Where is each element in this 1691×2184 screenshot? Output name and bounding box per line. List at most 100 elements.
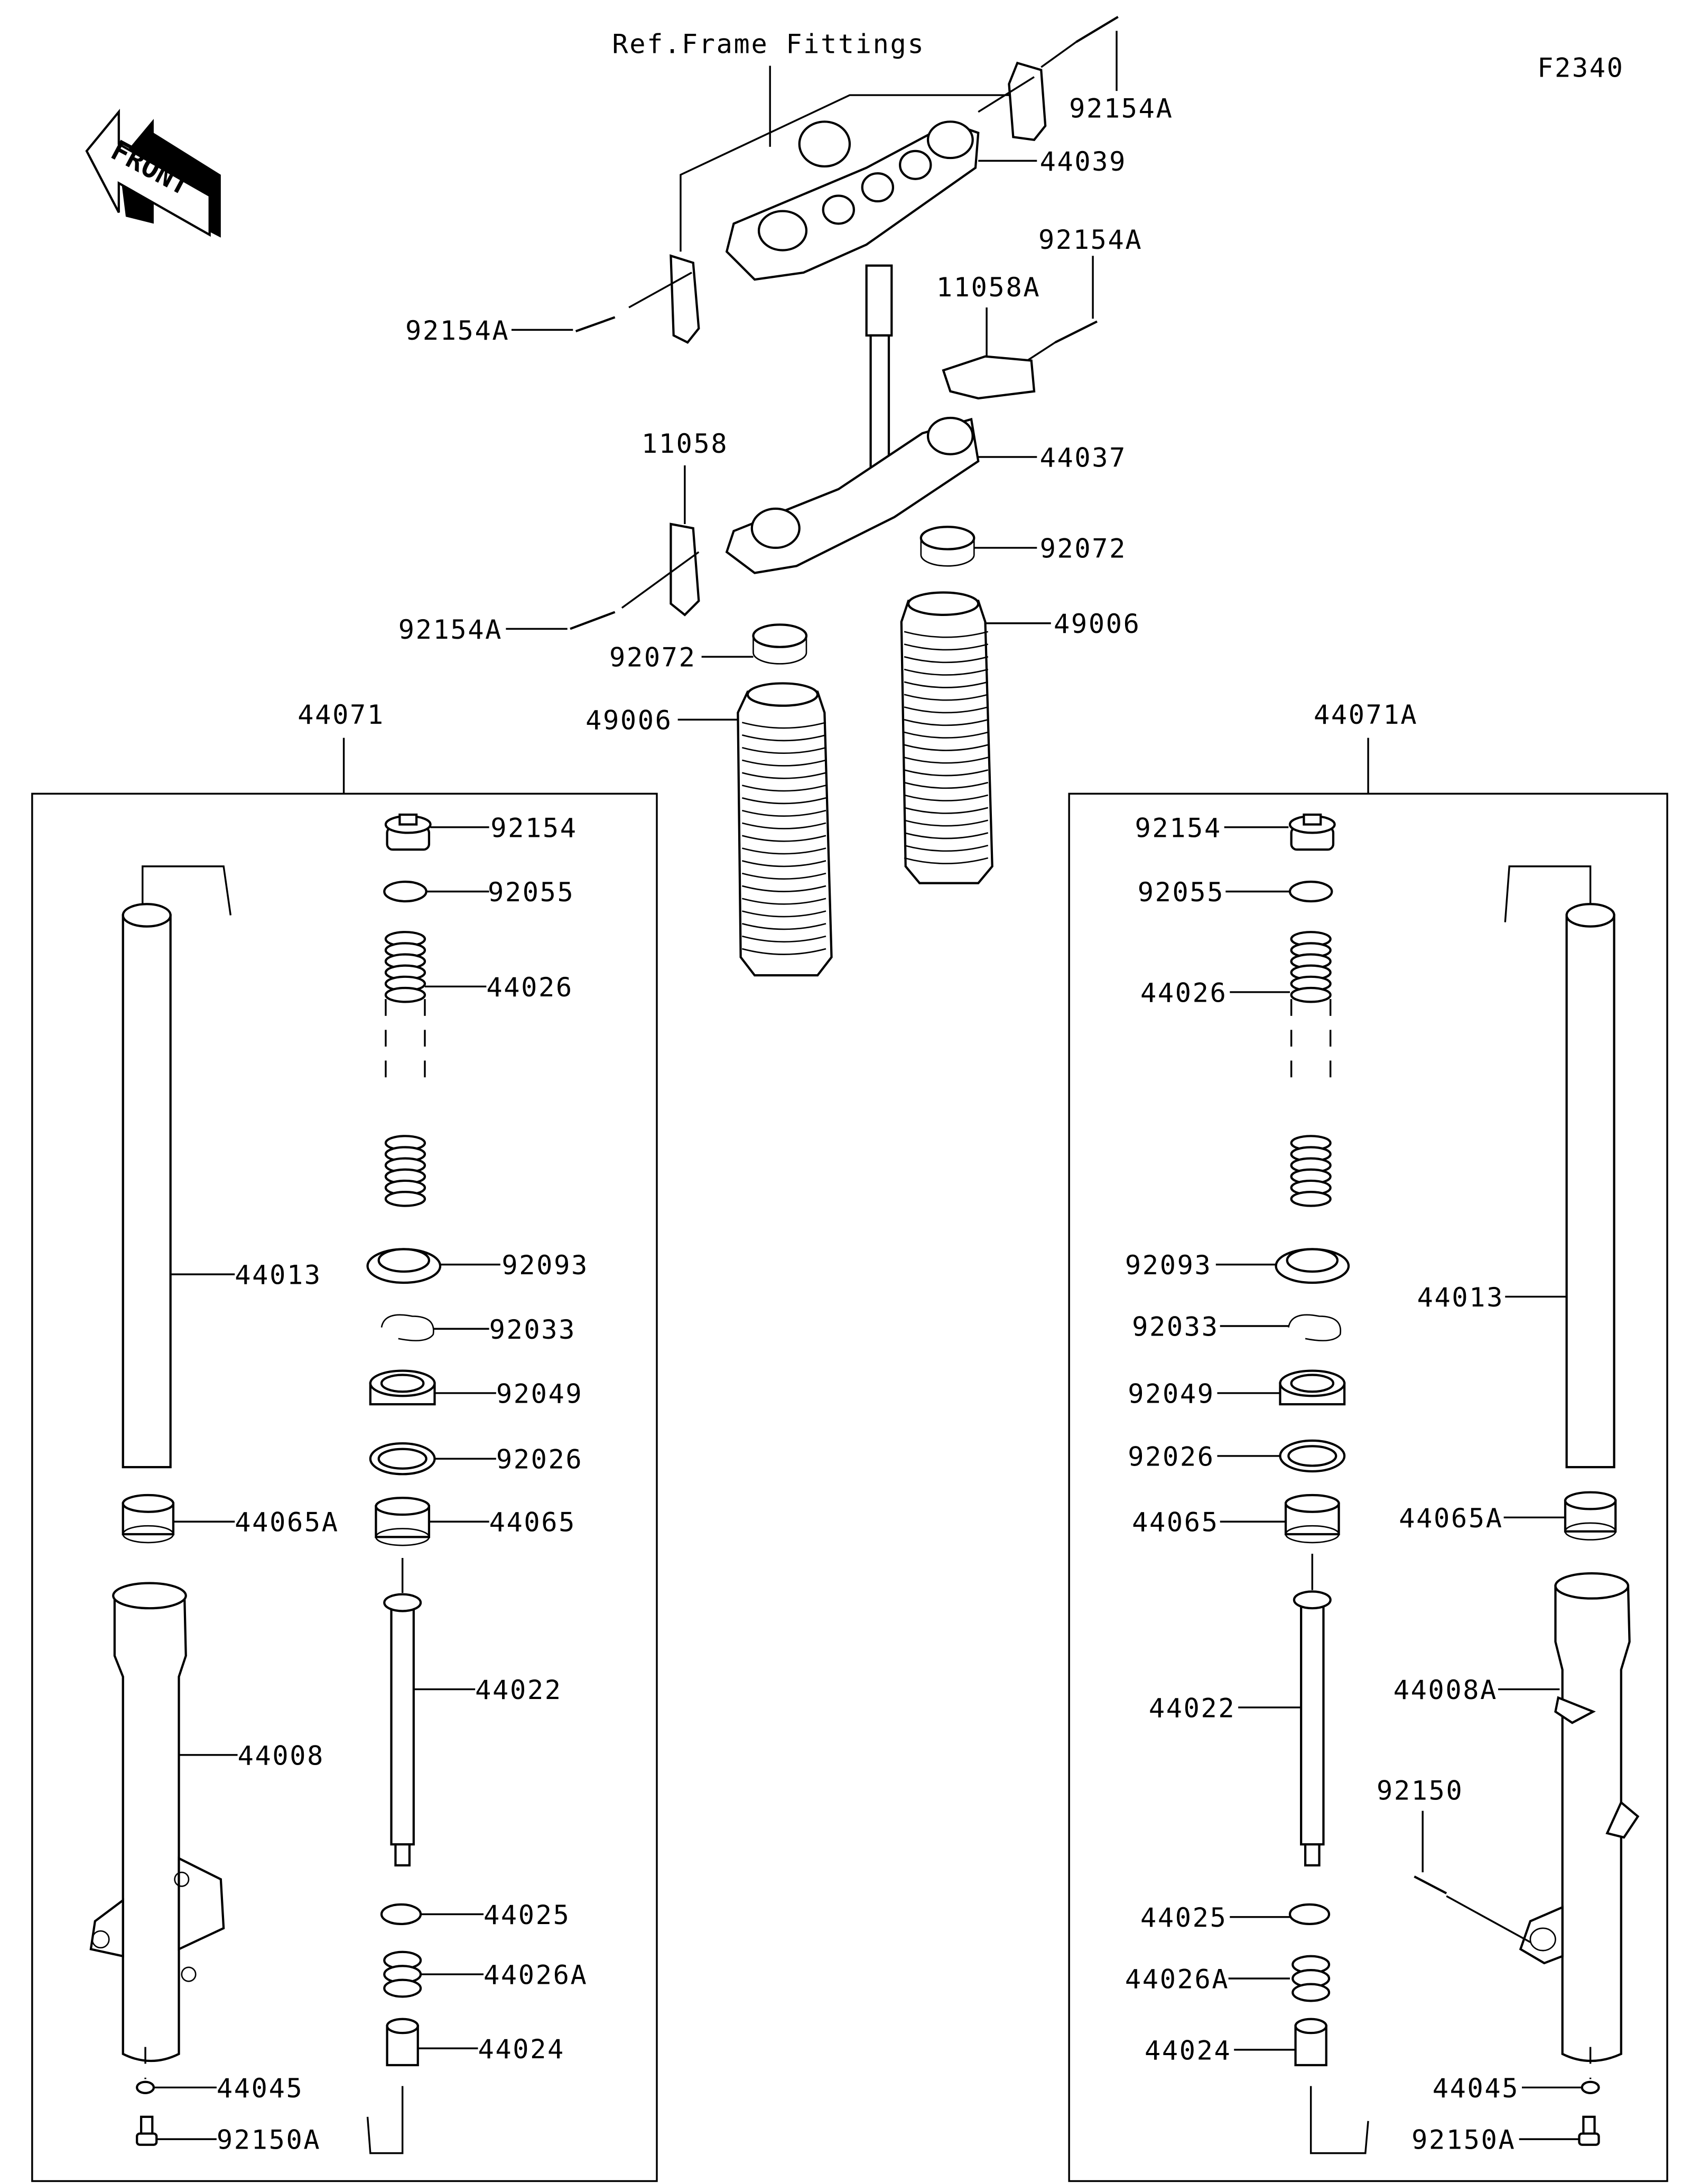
label-right-caliper-bolt: 92150 (1377, 1775, 1463, 1806)
right-oil-seal-part (1279, 1369, 1346, 1406)
label-boot-right: 49006 (1054, 608, 1140, 639)
right-caliper-bolt-part (1414, 1875, 1447, 1894)
spring-coil (1290, 986, 1332, 1003)
label-boot-left: 49006 (586, 705, 672, 736)
boot-rib (741, 948, 826, 955)
boot-rib (904, 832, 989, 839)
label-left-rebound-spring: 44026A (484, 1959, 588, 1991)
left-o-ring-part (383, 880, 428, 903)
boot-rib (904, 643, 989, 651)
spring-coil (384, 986, 426, 1003)
label-left-assembly: 44071 (298, 699, 384, 730)
right-piston-ring-part (1288, 1903, 1331, 1925)
right-rebound-spring-part (1292, 1955, 1331, 2002)
boot-rib (904, 794, 989, 801)
boot-rib (741, 797, 826, 805)
label-left-dust-seal: 92093 (501, 1249, 588, 1281)
boot-rib (741, 872, 826, 880)
spring-coil (1290, 1190, 1332, 1207)
right-circlip-part (1288, 1314, 1342, 1341)
boot-rib (904, 681, 989, 688)
bolt-mid-right-part (1054, 320, 1098, 344)
label-left-slide-bush: 44065A (235, 1507, 339, 1538)
label-clamp-left: 92072 (609, 642, 696, 673)
left-rebound-spring-part (383, 1950, 422, 1998)
boot-rib (904, 781, 989, 789)
label-left-spring: 44026 (486, 972, 573, 1003)
spring-coil (383, 1978, 422, 1998)
right-fork-assembly: 44071A 92154 92055 44026 92093 92033 (1068, 699, 1668, 2182)
boot-left-part (737, 682, 833, 977)
label-right-spring: 44026 (1140, 977, 1227, 1008)
right-bottom-bolt-part (1578, 2115, 1600, 2146)
boot-rib (904, 706, 989, 714)
label-right-washer: 92026 (1128, 1441, 1214, 1472)
label-left-inner-tube: 44013 (235, 1259, 321, 1291)
left-slide-bush-part (122, 1494, 175, 1544)
boot-rib (741, 898, 826, 905)
right-gasket-part (1581, 2080, 1600, 2094)
boot-rib (741, 847, 826, 855)
left-bottom-bolt-part (136, 2115, 158, 2146)
clamp-left-part (752, 623, 808, 665)
label-right-assembly: 44071A (1314, 699, 1418, 730)
label-right-slide-bush: 44065A (1399, 1502, 1503, 1534)
boot-rib (741, 722, 826, 729)
left-cap-bolt-part (384, 813, 432, 851)
right-assembly-box (1068, 792, 1668, 2182)
left-oil-lock-piece-part (386, 2018, 419, 2067)
label-left-oil-lock-piece: 44024 (478, 2033, 564, 2065)
label-left-circlip: 92033 (489, 1314, 576, 1345)
label-right-piston-ring: 44025 (1140, 1902, 1227, 1933)
label-lower-bracket: 44037 (1040, 442, 1127, 473)
boot-rib (741, 772, 826, 779)
boot-rib (741, 885, 826, 892)
right-guide-bush-part (1284, 1494, 1340, 1544)
right-o-ring-part (1288, 880, 1333, 903)
label-right-dust-seal: 92093 (1125, 1249, 1212, 1281)
label-right-oil-seal: 92049 (1128, 1378, 1214, 1409)
boot-rib (741, 923, 826, 930)
label-bolt-mid-right: 92154A (1038, 224, 1142, 255)
boot-rib (904, 731, 989, 739)
boot-rib (904, 631, 989, 638)
left-circlip-part (380, 1314, 434, 1341)
bolt-upper-left-part (575, 316, 616, 332)
label-left-cap-bolt: 92154 (490, 812, 577, 843)
lower-bracket-part (725, 416, 980, 574)
boot-rib (741, 809, 826, 817)
right-slide-bush-part (1564, 1491, 1617, 1541)
label-left-oil-seal: 92049 (496, 1378, 583, 1409)
boot-rib (904, 807, 989, 814)
boot-rib (741, 935, 826, 942)
boot-rib (904, 857, 989, 864)
boot-rib (904, 769, 989, 777)
label-right-guide-bush: 44065 (1132, 1507, 1219, 1538)
boot-rib (741, 785, 826, 792)
boot-rib (904, 718, 989, 726)
upper-left-plate-part (670, 254, 700, 344)
right-outer-tube-part (1519, 1572, 1640, 2062)
label-left-bottom-bolt: 92150A (217, 2124, 321, 2155)
boot-rib (741, 822, 826, 829)
right-spring-part (1290, 931, 1332, 1207)
holder-left-part (670, 522, 700, 617)
label-holder-left: 11058 (642, 428, 728, 459)
label-clamp-right: 92072 (1040, 533, 1127, 564)
right-oil-lock-piece-part (1294, 2018, 1327, 2067)
boot-rib (904, 757, 989, 764)
boot-rib (904, 844, 989, 852)
left-fork-assembly: 44071 44013 92154 92055 44026 (31, 699, 658, 2182)
label-right-circlip: 92033 (1132, 1311, 1219, 1342)
boot-rib (741, 910, 826, 918)
label-left-gasket: 44045 (217, 2073, 303, 2104)
boot-rib (741, 746, 826, 754)
label-right-cap-bolt: 92154 (1135, 812, 1221, 843)
left-damper-pipe-part (383, 1593, 422, 1866)
left-spring-part (384, 931, 426, 1207)
boot-rib (904, 819, 989, 827)
right-washer-part (1279, 1439, 1346, 1473)
boot-rib (904, 668, 989, 676)
label-left-guide-bush: 44065 (489, 1507, 576, 1538)
